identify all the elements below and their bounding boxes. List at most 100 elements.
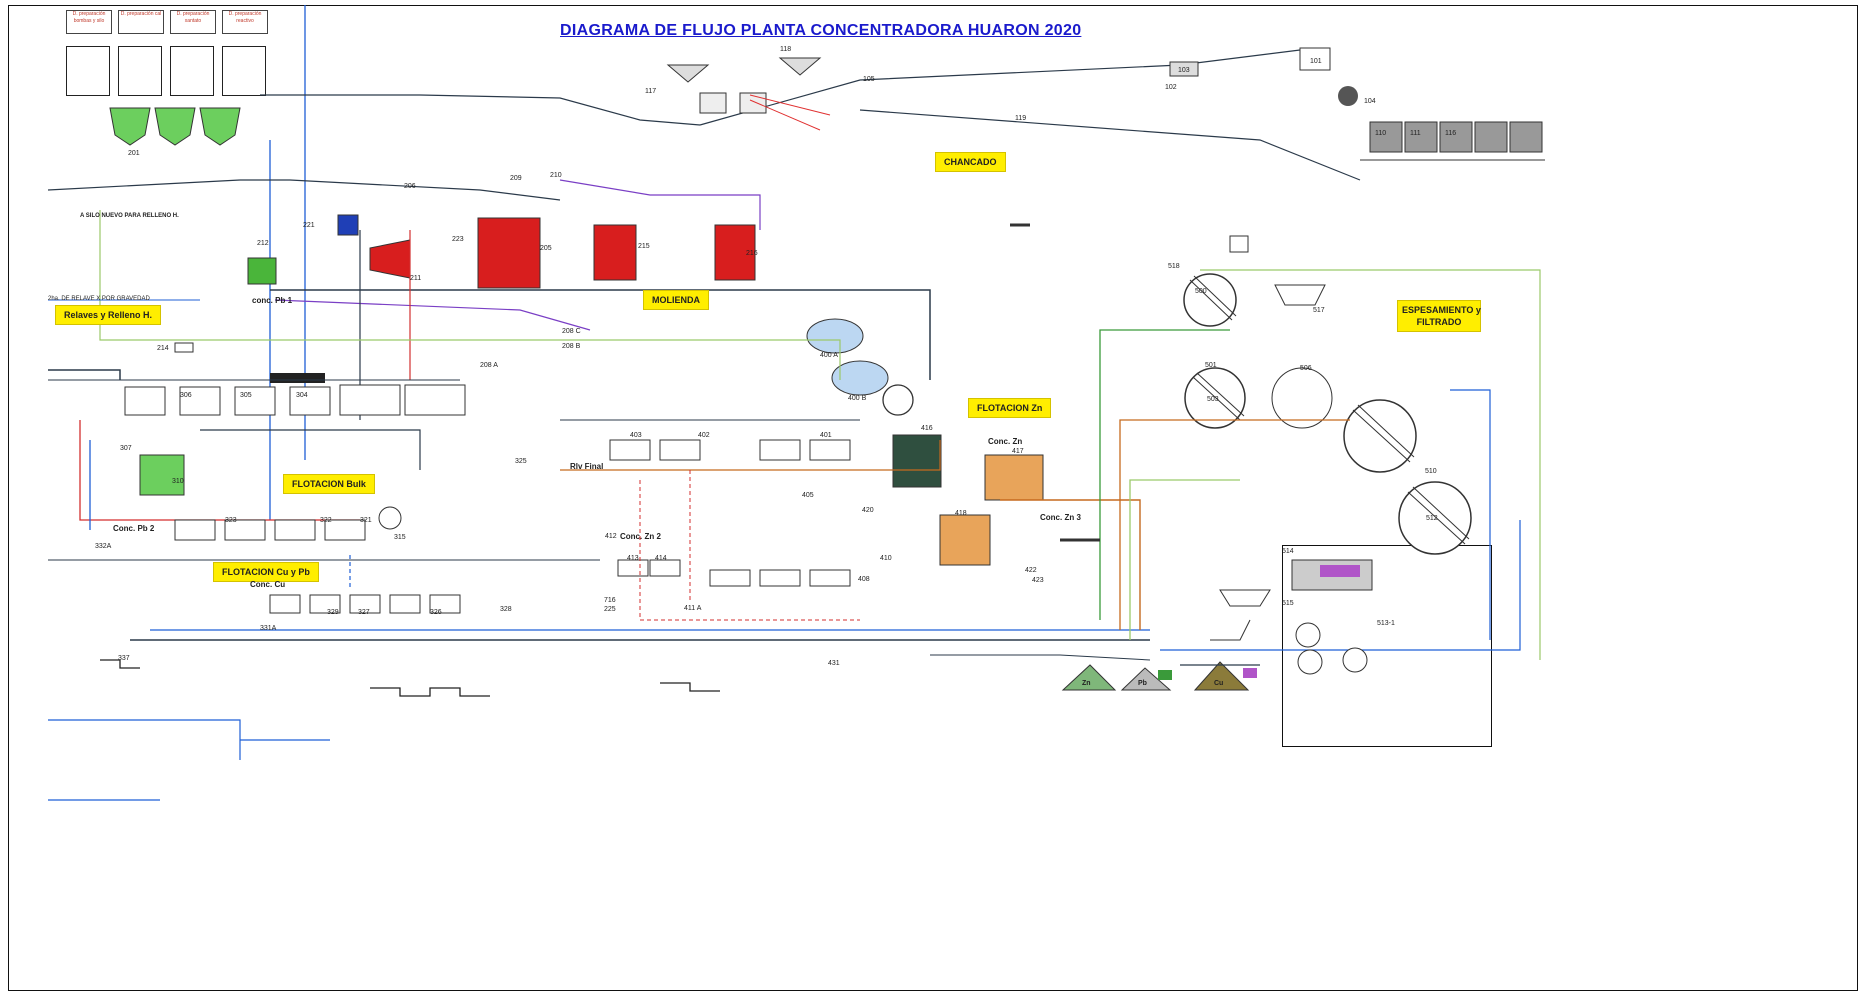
area-label-espesamiento-line2: FILTRADO — [1417, 317, 1462, 327]
equip-401: 401 — [820, 432, 832, 439]
equip-328: 328 — [500, 606, 512, 613]
equip-206: 206 — [404, 183, 416, 190]
green-silos — [110, 108, 240, 145]
equip-321: 321 — [360, 517, 372, 524]
equip-515: 515 — [1282, 600, 1294, 607]
equip-214: 214 — [157, 345, 169, 352]
equip-201: 201 — [128, 150, 140, 157]
equip-431: 431 — [828, 660, 840, 667]
equip-503: 503 — [1207, 396, 1219, 403]
equip-332a: 332A — [95, 543, 111, 550]
area-label-espesamiento-line1: ESPESAMIENTO y — [1402, 305, 1481, 315]
area-label-flotacion-zn: FLOTACION Zn — [968, 398, 1051, 418]
equip-304: 304 — [296, 392, 308, 399]
equip-423: 423 — [1032, 577, 1044, 584]
equip-506: 506 — [1300, 365, 1312, 372]
equip-400a: 400 A — [820, 352, 838, 359]
equip-418: 418 — [955, 510, 967, 517]
label-conc-zn2: Conc. Zn 2 — [620, 532, 661, 541]
equip-408: 408 — [858, 576, 870, 583]
equip-510: 510 — [1425, 468, 1437, 475]
equip-210: 210 — [550, 172, 562, 179]
equip-306: 306 — [180, 392, 192, 399]
equip-208a: 208 A — [480, 362, 498, 369]
equip-331a: 331A — [260, 625, 276, 632]
equip-310: 310 — [172, 478, 184, 485]
equip-205: 205 — [540, 245, 552, 252]
equip-329: 329 — [327, 609, 339, 616]
fine-ore-bins — [1360, 122, 1545, 160]
equip-327: 327 — [358, 609, 370, 616]
equip-101: 101 — [1310, 58, 1322, 65]
equip-403: 403 — [630, 432, 642, 439]
equip-405: 405 — [802, 492, 814, 499]
equip-514: 514 — [1282, 548, 1294, 555]
label-conc-pb1: conc. Pb 1 — [252, 296, 292, 305]
label-conc-cu: Conc. Cu — [250, 580, 285, 589]
equip-118: 118 — [780, 46, 791, 53]
equip-315: 315 — [394, 534, 406, 541]
legend-zn: Zn — [1082, 680, 1091, 687]
equip-716: 716 — [604, 597, 616, 604]
area-label-espesamiento: ESPESAMIENTO y FILTRADO — [1397, 300, 1481, 332]
legend-pb: Pb — [1138, 680, 1147, 687]
bulk-flotation-cells — [125, 373, 465, 415]
equip-104: 104 — [1364, 98, 1376, 105]
equip-216: 216 — [746, 250, 758, 257]
equip-211: 211 — [410, 275, 421, 282]
equip-513: 513-1 — [1377, 620, 1395, 627]
equip-416: 416 — [921, 425, 933, 432]
equip-417: 417 — [1012, 448, 1024, 455]
equip-221: 221 — [303, 222, 315, 229]
equip-208b: 208 B — [562, 343, 580, 350]
mills — [248, 215, 755, 288]
equip-208c: 208 C — [562, 328, 581, 335]
equip-215: 215 — [638, 243, 650, 250]
equip-209: 209 — [510, 175, 522, 182]
equip-307: 307 — [120, 445, 132, 452]
equip-102: 102 — [1165, 84, 1177, 91]
equip-212: 212 — [257, 240, 269, 247]
legend-cu: Cu — [1214, 680, 1223, 687]
equip-223: 223 — [452, 236, 464, 243]
label-relleno: A SILO NUEVO PARA RELLENO H. — [80, 213, 179, 219]
label-conc-zn: Conc. Zn — [988, 437, 1022, 446]
equip-323: 323 — [225, 517, 237, 524]
area-label-flotacion-cu-pb: FLOTACION Cu y Pb — [213, 562, 319, 582]
equip-501: 501 — [1205, 362, 1217, 369]
equip-119: 119 — [1015, 115, 1026, 122]
area-label-molienda: MOLIENDA — [643, 290, 709, 310]
area-label-flotacion-bulk: FLOTACION Bulk — [283, 474, 375, 494]
equip-500: 500 — [1195, 288, 1207, 295]
label-conc-zn3: Conc. Zn 3 — [1040, 513, 1081, 522]
equip-400b: 400 B — [848, 395, 866, 402]
area-label-chancado: CHANCADO — [935, 152, 1006, 172]
equip-305: 305 — [240, 392, 252, 399]
equip-410: 410 — [880, 555, 892, 562]
equip-412: 412 — [605, 533, 617, 540]
area-label-relaves: Relaves y Relleno H. — [55, 305, 161, 325]
equip-422: 422 — [1025, 567, 1037, 574]
equip-411a: 411 A — [684, 605, 701, 612]
equip-110: 110 — [1375, 130, 1386, 137]
equip-512: 512 — [1426, 515, 1438, 522]
label-rlv-final: Rlv Final — [570, 462, 603, 471]
equip-414: 414 — [655, 555, 667, 562]
equip-337: 337 — [118, 655, 130, 662]
equip-413: 413 — [627, 555, 639, 562]
equip-517: 517 — [1313, 307, 1325, 314]
equip-103: 103 — [1178, 67, 1190, 74]
equip-518: 518 — [1168, 263, 1180, 270]
equip-402: 402 — [698, 432, 710, 439]
equip-322: 322 — [320, 517, 332, 524]
equip-111: 111 — [1410, 130, 1421, 137]
equip-326: 326 — [430, 609, 442, 616]
zn-flotation-cells — [610, 440, 850, 586]
equip-225: 225 — [604, 606, 616, 613]
equip-105: 105 — [863, 76, 875, 83]
equip-117: 117 — [645, 88, 656, 95]
label-relave-gravedad: 2ha. DE RELAVE X POR GRAVEDAD — [48, 296, 150, 302]
label-conc-pb2: Conc. Pb 2 — [113, 524, 154, 533]
equip-420: 420 — [862, 507, 874, 514]
